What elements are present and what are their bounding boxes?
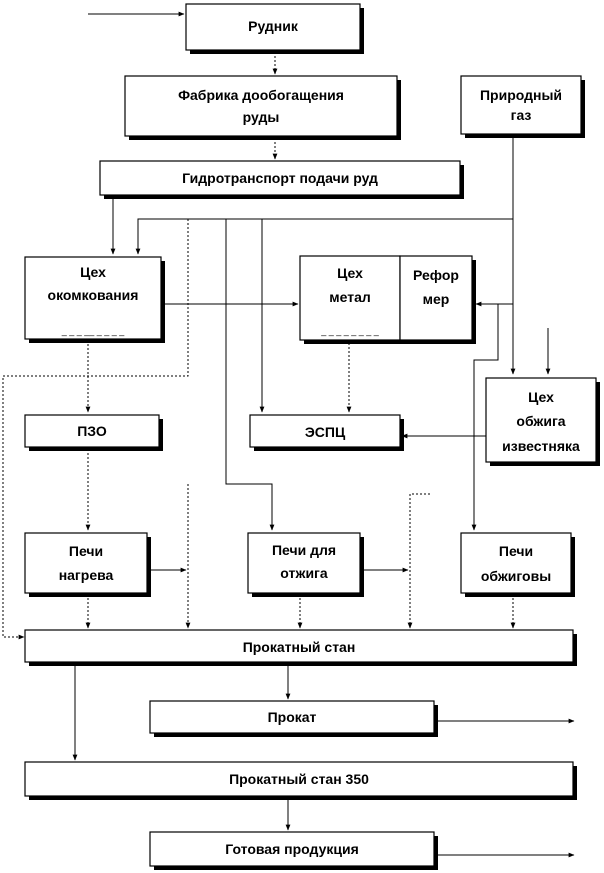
bypass-to-mill (2, 219, 189, 640)
node-espc: ЭСПЦ (249, 414, 404, 451)
node-anneal-label-1: Печи для (272, 542, 336, 558)
node-pellet-label-2: окомкования (48, 287, 139, 303)
arrow-reformer-to-kiln (471, 304, 499, 531)
gas-line-to-anneal (225, 219, 275, 531)
node-gas-label-1: Природный (480, 87, 562, 103)
node-heat-label-2: нагрева (59, 567, 114, 583)
node-rolled-label: Прокат (268, 709, 317, 725)
dotted-column-2 (407, 493, 430, 629)
node-metal-sub: _ _ _ _ _ _ _ _ (320, 326, 380, 336)
node-reformer: Рефор мер (399, 255, 476, 344)
node-enrichment-label-1: Фабрика дообогащения (178, 87, 344, 103)
node-mine-label: Рудник (248, 18, 299, 34)
node-lime-shop: Цех обжига известняка (485, 377, 600, 466)
node-pellet-sub: _ _ _ __ _ _ _ _ (61, 326, 126, 336)
node-reformer-label-1: Рефор (413, 267, 459, 283)
node-kiln-label-2: обжиговы (481, 568, 551, 584)
node-lime-label-3: известняка (502, 438, 580, 454)
node-lime-label-2: обжига (516, 413, 565, 429)
node-mill-label: Прокатный стан (243, 639, 356, 655)
node-pzo: ПЗО (24, 414, 163, 451)
node-espc-label: ЭСПЦ (305, 424, 346, 440)
node-finished-product: Готовая продукция (149, 831, 438, 870)
node-metal-label-1: Цех (337, 265, 363, 281)
gas-line-to-pellet (135, 218, 513, 255)
node-pzo-label: ПЗО (77, 423, 107, 439)
node-metallization: Цех метал _ _ _ _ _ _ _ _ (299, 255, 404, 344)
node-anneal-label-2: отжига (280, 565, 328, 581)
node-enrichment-label-2: руды (243, 109, 280, 125)
node-reformer-label-2: мер (423, 291, 450, 307)
node-kiln-label-1: Печи (499, 543, 533, 559)
node-annealing-furnaces: Печи для отжига (247, 532, 364, 597)
node-rolled-product: Прокат (149, 700, 438, 737)
node-gas-label-2: газ (511, 107, 532, 123)
node-hydro-label: Гидротранспорт подачи руд (182, 170, 378, 186)
node-heating-furnaces: Печи нагрева (24, 532, 151, 597)
node-enrichment: Фабрика дообогащения руды (124, 75, 401, 140)
node-rolling-mill-350: Прокатный стан 350 (24, 761, 577, 800)
node-mine: Рудник (185, 3, 364, 54)
node-rolling-mill: Прокатный стан (24, 629, 577, 666)
node-product-label: Готовая продукция (225, 841, 359, 857)
node-hydrotransport: Гидротранспорт подачи руд (99, 160, 464, 199)
node-metal-label-2: метал (329, 289, 371, 305)
connectors (2, 11, 575, 858)
node-lime-label-1: Цех (528, 389, 554, 405)
node-mill350-label: Прокатный стан 350 (229, 771, 369, 787)
node-heat-label-1: Печи (69, 543, 103, 559)
node-kilns: Печи обжиговы (460, 532, 575, 597)
node-pellet-label-1: Цех (80, 264, 106, 280)
node-natural-gas: Природный газ (460, 75, 585, 138)
node-pelletizing: Цех окомкования _ _ _ __ _ _ _ _ (24, 256, 165, 343)
